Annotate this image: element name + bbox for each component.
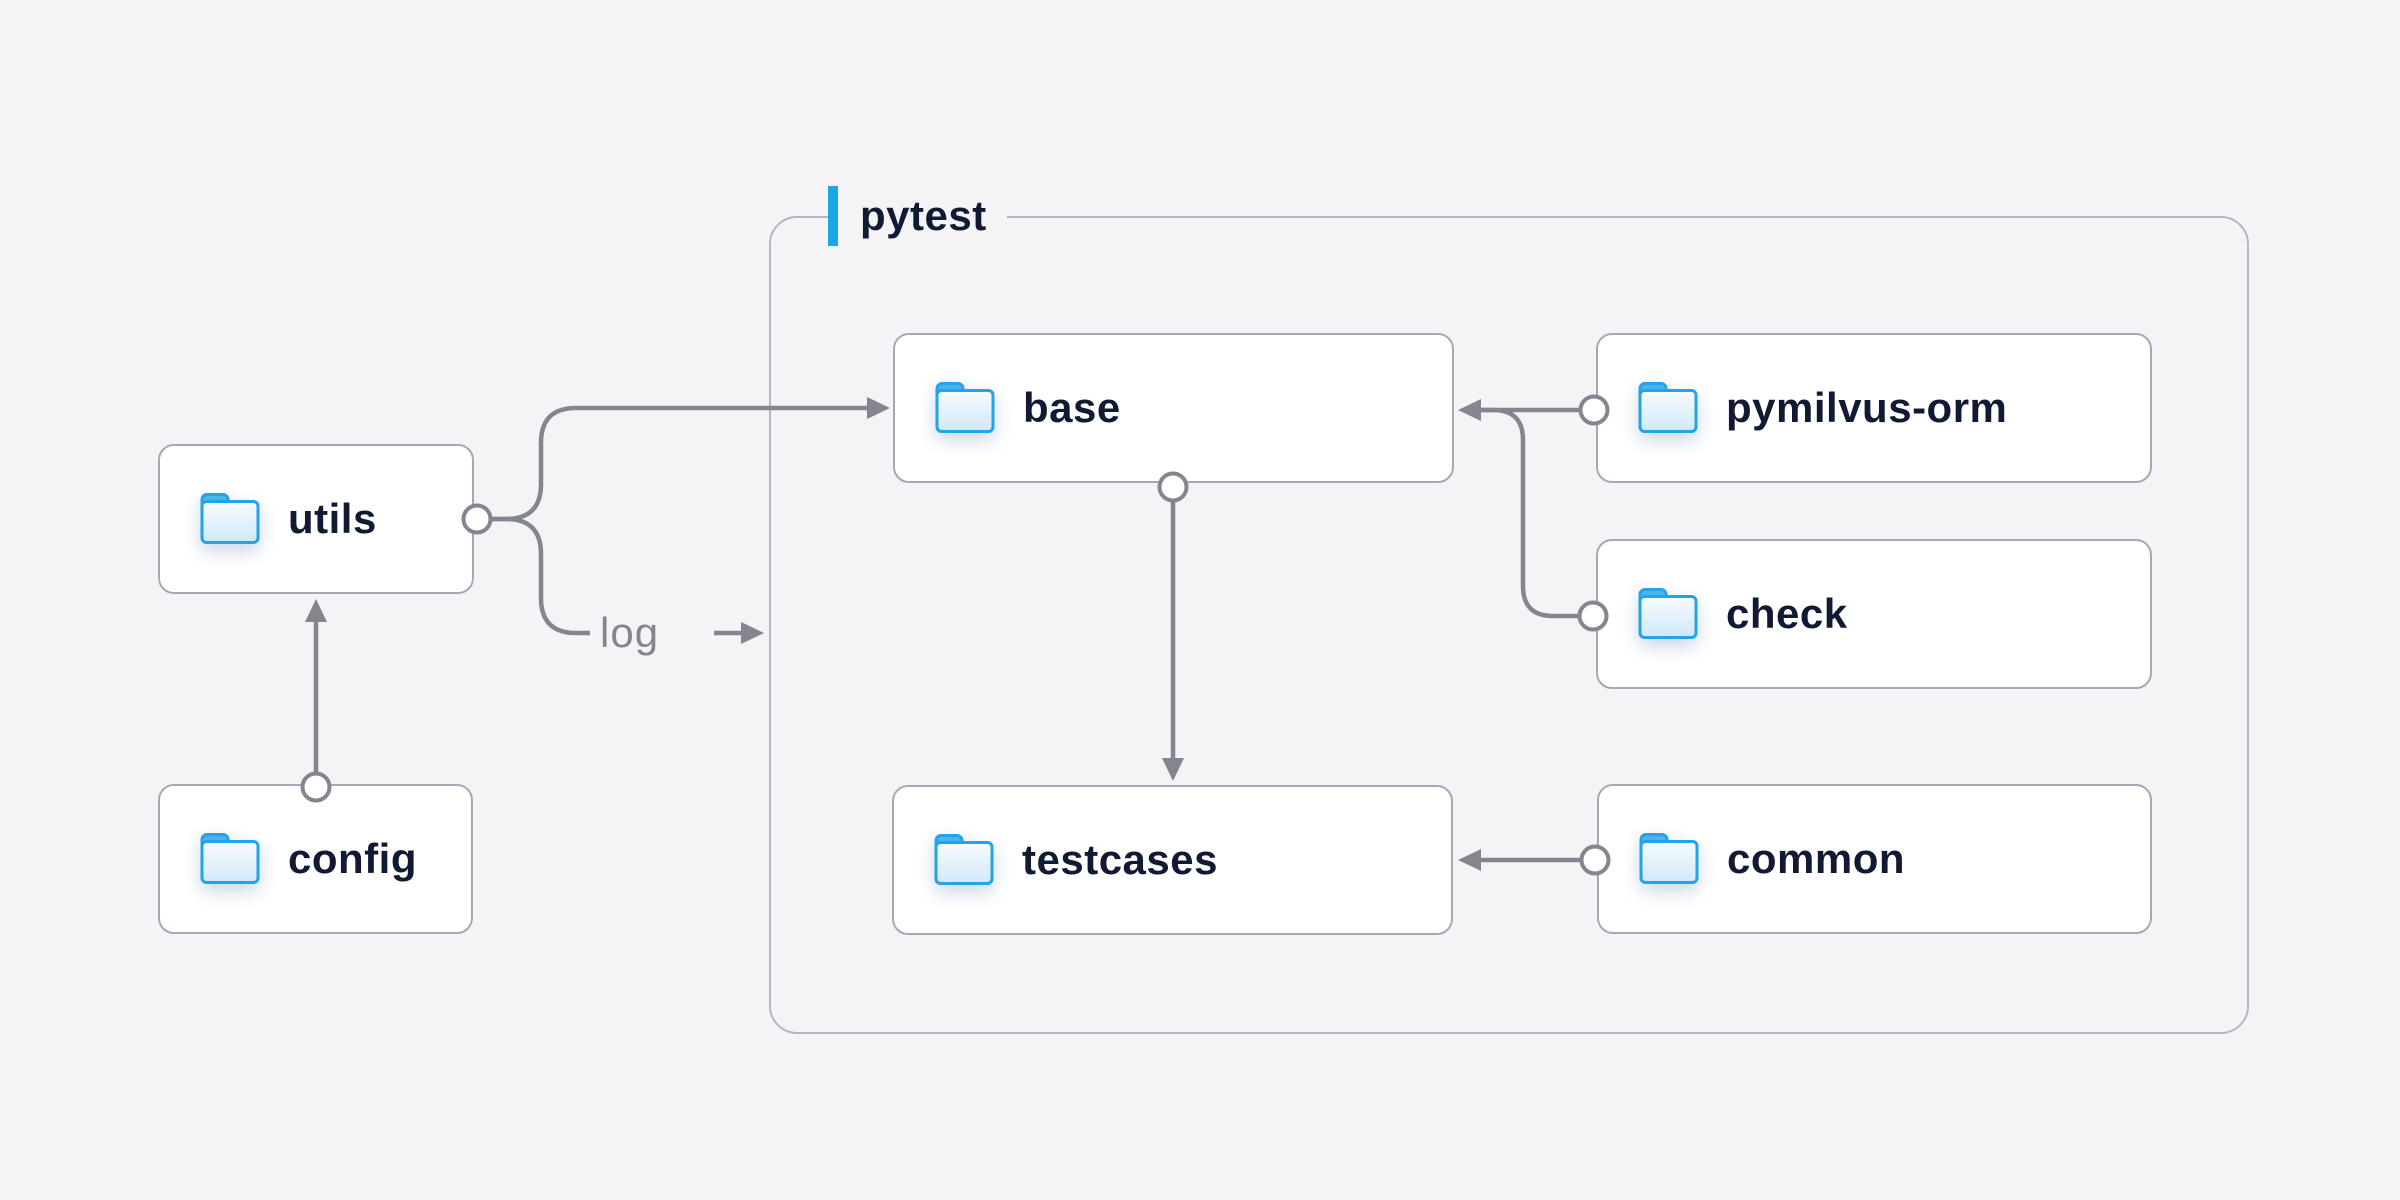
node-config: config bbox=[158, 784, 473, 934]
folder-icon bbox=[1638, 588, 1698, 639]
node-label: common bbox=[1727, 835, 1906, 882]
node-label: check bbox=[1726, 590, 1848, 637]
node-label: pymilvus-orm bbox=[1726, 384, 2008, 431]
folder-icon bbox=[200, 493, 260, 544]
edge-label-log: log bbox=[600, 609, 660, 656]
node-label: testcases bbox=[1022, 836, 1218, 883]
node-utils: utils bbox=[158, 444, 474, 594]
node-label: base bbox=[1023, 384, 1121, 431]
node-check: check bbox=[1596, 539, 2152, 689]
folder-icon bbox=[935, 382, 995, 433]
folder-icon bbox=[1638, 382, 1698, 433]
pytest-label-text: pytest bbox=[838, 186, 1007, 246]
accent-bar-icon bbox=[828, 186, 838, 246]
folder-icon bbox=[934, 834, 994, 885]
node-testcases: testcases bbox=[892, 785, 1453, 935]
node-common: common bbox=[1597, 784, 2152, 934]
node-base: base bbox=[893, 333, 1454, 483]
folder-icon bbox=[1639, 833, 1699, 884]
folder-icon bbox=[200, 833, 260, 884]
pytest-container bbox=[769, 216, 2249, 1034]
node-pymilvus-orm: pymilvus-orm bbox=[1596, 333, 2152, 483]
node-label: utils bbox=[288, 495, 377, 542]
edge-utils-to-log bbox=[491, 516, 590, 636]
pytest-container-label: pytest bbox=[828, 186, 1007, 246]
node-label: config bbox=[288, 835, 417, 882]
